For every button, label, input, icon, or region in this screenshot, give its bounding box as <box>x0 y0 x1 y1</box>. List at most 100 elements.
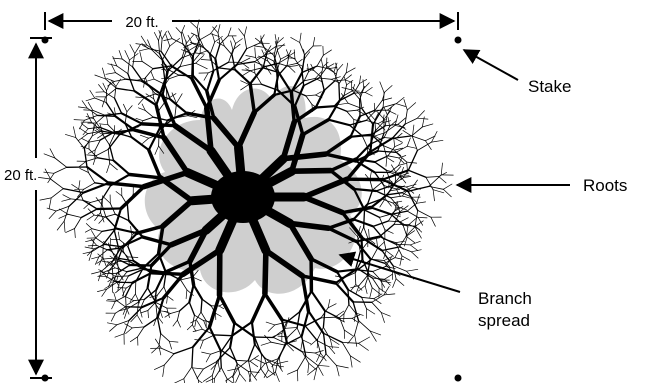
root-segment <box>399 163 407 165</box>
root-segment <box>386 157 387 166</box>
root-segment <box>285 328 297 329</box>
root-segment <box>378 151 396 152</box>
root-segment <box>411 250 421 252</box>
root-segment <box>305 52 310 58</box>
root-segment <box>407 211 418 217</box>
root-segment <box>383 104 396 108</box>
root-segment <box>347 110 357 111</box>
root-segment <box>106 73 116 75</box>
root-segment <box>98 158 114 161</box>
root-segment <box>218 25 220 33</box>
root-segment <box>114 161 130 175</box>
root-segment <box>161 334 170 342</box>
root-segment <box>102 205 106 217</box>
root-segment <box>378 133 384 151</box>
root-segment <box>192 315 194 325</box>
root-segment <box>246 56 256 58</box>
root-segment <box>362 136 367 148</box>
root-segment <box>80 168 89 172</box>
root-segment <box>193 329 202 331</box>
root-segment <box>313 37 315 46</box>
root-segment <box>241 58 250 62</box>
root-segment <box>408 151 417 171</box>
root-segment <box>311 291 324 311</box>
root-segment <box>233 376 234 383</box>
root-segment <box>159 334 161 347</box>
root-segment <box>167 296 168 303</box>
root-segment <box>336 283 353 302</box>
root-segment <box>407 146 416 148</box>
root-segment <box>91 231 95 238</box>
root-segment <box>405 118 417 124</box>
root-segment <box>199 28 200 36</box>
root-segment <box>79 161 86 166</box>
root-segment <box>346 63 347 73</box>
root-segment <box>248 372 259 373</box>
root-segment <box>287 342 303 351</box>
root-segment <box>355 335 357 347</box>
root-segment <box>82 139 89 143</box>
root-segment <box>84 110 93 111</box>
root-segment <box>359 321 371 331</box>
root-segment <box>94 231 102 239</box>
root-segment <box>326 64 334 68</box>
root-segment <box>324 333 343 342</box>
root-segment <box>110 325 118 332</box>
root-segment <box>250 361 258 367</box>
root-segment <box>316 106 334 107</box>
root-segment <box>125 324 133 328</box>
root-segment <box>364 210 365 227</box>
root-segment <box>163 365 165 377</box>
root-segment <box>375 133 383 136</box>
root-segment <box>195 320 196 327</box>
root-segment <box>202 352 211 354</box>
root-segment <box>174 347 193 354</box>
root-segment <box>407 237 415 243</box>
root-segment <box>374 294 382 299</box>
root-segment <box>407 269 418 271</box>
branch-spread-label-line1: Branch <box>478 289 532 308</box>
root-segment <box>441 163 442 175</box>
root-segment <box>365 87 372 92</box>
root-segment <box>372 302 382 312</box>
root-segment <box>130 45 135 54</box>
root-segment <box>328 304 336 308</box>
root-segment <box>99 85 105 92</box>
top-dimension-label: 20 ft. <box>125 14 158 31</box>
root-segment <box>433 190 444 193</box>
root-segment <box>143 117 153 121</box>
root-segment <box>194 285 202 299</box>
stake-top-right <box>455 37 462 44</box>
root-segment <box>96 149 108 155</box>
root-segment <box>144 318 157 327</box>
root-segment <box>302 311 309 336</box>
root-segment <box>432 131 438 142</box>
root-segment <box>406 184 416 187</box>
root-segment <box>88 150 95 154</box>
root-segment <box>252 322 255 344</box>
root-segment <box>126 296 127 307</box>
root-segment <box>316 92 322 95</box>
root-segment <box>418 217 427 218</box>
root-segment <box>354 92 365 93</box>
root-segment <box>197 321 202 330</box>
root-segment <box>107 116 108 125</box>
root-segment <box>160 311 162 318</box>
root-segment <box>122 59 132 67</box>
root-segment <box>148 311 149 318</box>
root-segment <box>163 95 176 125</box>
root-segment <box>127 205 128 221</box>
root-segment <box>418 210 431 217</box>
root-segment <box>215 335 232 336</box>
root-segment <box>62 199 71 201</box>
root-segment <box>268 325 275 332</box>
root-segment <box>97 209 121 210</box>
root-segment <box>216 313 222 316</box>
root-segment <box>92 271 102 274</box>
root-segment <box>56 206 69 211</box>
root-segment <box>344 330 352 336</box>
root-segment <box>403 130 413 136</box>
root-segment <box>370 288 372 298</box>
root-segment <box>337 366 340 376</box>
root-segment <box>394 139 395 147</box>
